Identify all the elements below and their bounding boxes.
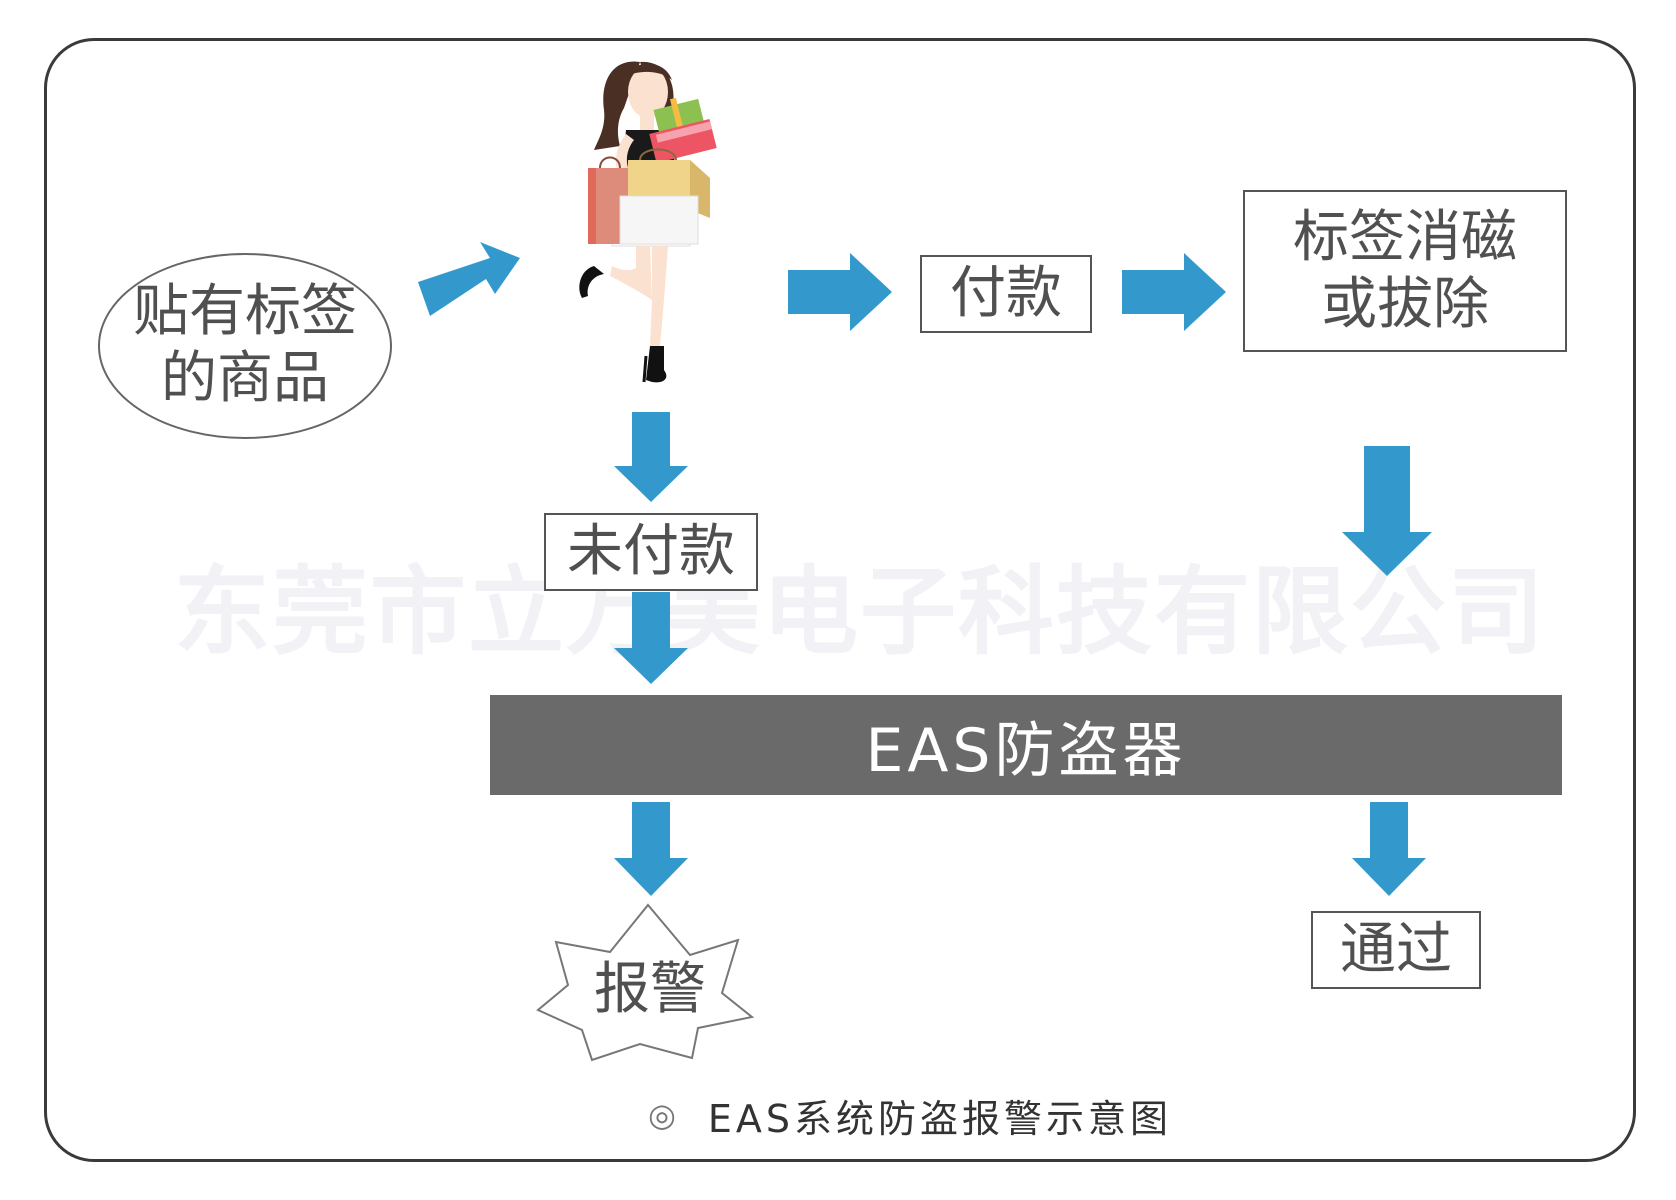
arrow-eas-to-alarm	[614, 802, 688, 896]
product-label: 贴有标签 的商品	[110, 270, 380, 420]
arrow-pay-to-deactivate	[1122, 253, 1226, 331]
product-ellipse	[98, 253, 392, 439]
eas-label: EAS防盗器	[865, 715, 1187, 786]
deactivate-label-line2: 或拔除	[1321, 272, 1489, 337]
pay-label: 付款	[950, 261, 1062, 327]
deactivate-box: 标签消磁 或拔除	[1243, 190, 1567, 352]
pay-box: 付款	[920, 255, 1092, 333]
eas-bar: EAS防盗器	[490, 695, 1562, 795]
product-label-line2: 的商品	[161, 346, 329, 411]
arrow-deactivate-to-eas	[1342, 446, 1432, 576]
pass-label: 通过	[1340, 917, 1452, 983]
shopper-icon	[579, 61, 717, 383]
alarm-label: 报警	[594, 957, 706, 1023]
diagram-frame	[44, 38, 1636, 1162]
deactivate-label-line1: 标签消磁	[1293, 204, 1517, 270]
unpaid-box: 未付款	[544, 513, 758, 591]
watermark: 东莞市立万美电子科技有限公司	[174, 555, 1546, 668]
arrow-shopper-to-unpaid	[614, 412, 688, 502]
arrow-shopper-to-pay	[788, 253, 892, 331]
pass-box: 通过	[1311, 911, 1481, 989]
alarm-label-box: 报警	[580, 955, 720, 1025]
caption-text: EAS系统防盗报警示意图	[707, 1096, 1173, 1141]
alarm-starburst	[536, 903, 755, 1062]
arrow-eas-to-pass	[1352, 802, 1426, 896]
arrow-product-to-shopper	[418, 242, 520, 316]
caption: ◎ EAS系统防盗报警示意图	[600, 1090, 1220, 1141]
product-label-line1: 贴有标签	[133, 278, 357, 344]
arrow-unpaid-to-eas	[614, 592, 688, 684]
unpaid-label: 未付款	[567, 519, 735, 585]
caption-circle-icon: ◎	[647, 1096, 680, 1134]
